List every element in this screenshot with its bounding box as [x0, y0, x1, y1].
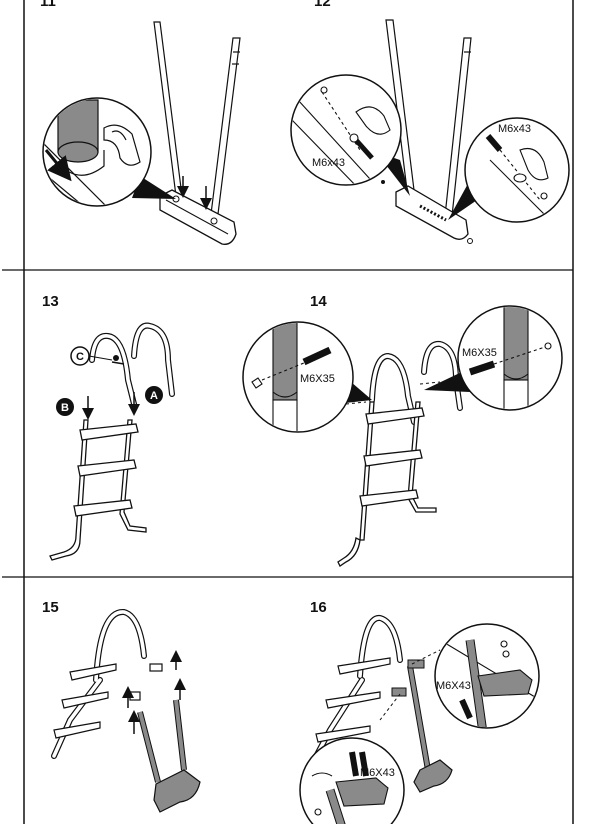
ladder-leg — [407, 401, 437, 513]
svg-text:A: A — [150, 390, 158, 402]
ladder-leg — [49, 419, 89, 561]
insert-arrow-icon — [44, 149, 72, 182]
ladder-step — [325, 691, 381, 709]
detail-circle: M6X35 — [457, 305, 563, 411]
step-12: 12 M6x43 — [290, 0, 570, 244]
step-14: 14 — [242, 293, 563, 567]
step-number: 16 — [310, 599, 327, 616]
detail-circle — [42, 97, 152, 207]
detail-circle: M6x43 — [464, 117, 570, 223]
step-15: 15 — [42, 599, 201, 813]
step-number: 13 — [42, 293, 59, 310]
callout-pointer — [424, 370, 470, 392]
step-11: 11 — [40, 0, 241, 245]
step-number: 12 — [314, 0, 331, 10]
bolt-label: M6X35 — [300, 373, 335, 385]
ladder-step — [79, 423, 139, 441]
bolt-label: M6X43 — [436, 680, 471, 692]
bolt-label: M6x43 — [312, 157, 345, 169]
ladder-step — [69, 663, 117, 681]
ladder-step — [363, 449, 423, 467]
step-13: 13 C B — [42, 293, 175, 561]
ladder-leg — [119, 419, 147, 533]
step-number: 11 — [40, 0, 56, 10]
svg-text:C: C — [76, 351, 84, 363]
ladder-step — [365, 407, 425, 425]
bracket — [407, 659, 425, 669]
ladder-step — [61, 691, 109, 709]
bolt-label: M6X35 — [462, 347, 497, 359]
bolt-label: M6x43 — [498, 123, 531, 135]
pole — [153, 21, 183, 197]
step-16: 16 — [299, 599, 540, 824]
base-plate — [413, 759, 453, 793]
bolt-label: M6X43 — [360, 767, 395, 779]
detail-circle: M6X43 — [434, 623, 540, 729]
svg-text:B: B — [61, 402, 69, 414]
detail-circle: M6X43 — [299, 737, 405, 824]
label-b: B — [56, 398, 74, 416]
callout-pointer — [132, 176, 176, 199]
ladder-step — [315, 725, 371, 743]
ladder-step — [73, 499, 133, 517]
ladder-step — [337, 657, 391, 675]
bracket — [149, 663, 163, 672]
detail-circle: M6X35 — [242, 321, 354, 433]
bracket — [129, 691, 141, 701]
ladder-step — [53, 721, 101, 739]
detail-circle: M6x43 — [290, 74, 402, 186]
step-number: 15 — [42, 599, 59, 616]
step-number: 14 — [310, 293, 327, 310]
base-plate — [153, 769, 201, 813]
label-c: C — [70, 346, 113, 366]
label-a: A — [145, 386, 163, 404]
ladder-step — [359, 489, 419, 507]
ladder-step — [77, 459, 137, 477]
